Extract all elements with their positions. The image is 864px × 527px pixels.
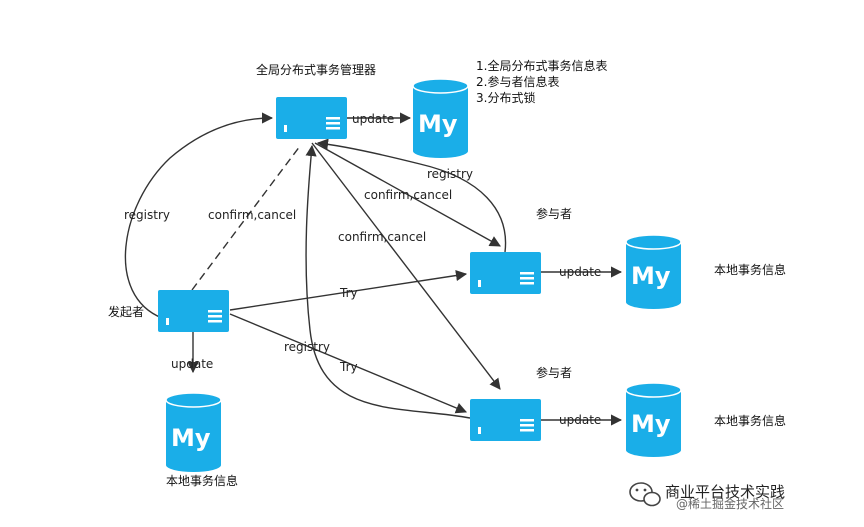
initiator-label: 发起者 [108,304,144,319]
node-indicator-icon [478,427,481,434]
edge-label-coordinator-update: update [352,112,394,126]
edge-label-participant2-update: update [559,413,601,427]
wechat-icon [629,482,661,507]
svg-text:My: My [631,410,671,438]
initiator-node [158,290,229,332]
edge-label-participant2-confirm-cancel: confirm,cancel [338,230,426,244]
edge-initiator-try-1 [229,269,468,311]
edge-label-initiator-update: update [171,357,213,371]
node-indicator-icon [284,125,287,132]
svg-text:My: My [631,262,671,290]
coordinator-label: 全局分布式事务管理器 [256,62,376,77]
edge-participant1-registry [316,138,507,253]
edge-label-participant1-confirm-cancel: confirm,cancel [364,188,452,202]
node-indicator-icon [478,280,481,287]
svg-text:My: My [171,424,211,452]
edge-participant1-confirm-cancel [314,142,501,247]
watermark-subtitle: @稀土掘金技术社区 [676,496,784,511]
node-menu-icon [520,272,534,275]
coordinator-node [276,97,347,139]
edge-participant2-registry [305,144,471,419]
node-menu-icon [326,117,340,120]
edge-initiator-try-2 [229,313,468,414]
participant-1-db-label: 本地事务信息 [714,262,786,277]
participant-2-label: 参与者 [536,365,572,380]
participant-2-db-label: 本地事务信息 [714,413,786,428]
edge-participant2-confirm-cancel [311,142,501,390]
edge-label-participant1-registry: registry [427,167,473,181]
edge-initiator-confirm-cancel [191,145,301,291]
edge-initiator-registry [124,112,274,319]
initiator-db-label: 本地事务信息 [166,473,238,488]
edge-label-participant2-registry: registry [284,340,330,354]
edge-label-initiator-registry: registry [124,208,170,222]
initiator-database-icon: My [165,392,222,472]
svg-text:My: My [418,110,458,138]
participant-2-node [470,399,541,441]
participant-1-node [470,252,541,294]
node-indicator-icon [166,318,169,325]
node-menu-icon [208,310,222,313]
participant-1-database-icon: My [625,234,682,309]
participant-2-database-icon: My [625,382,682,457]
coordinator-db-note-1: 1.全局分布式事务信息表 [476,58,607,73]
coordinator-database-icon: My [412,78,469,158]
edge-label-try-2: Try [339,360,358,374]
coordinator-db-note-2: 2.参与者信息表 [476,74,559,89]
edge-label-initiator-confirm-cancel: confirm,cancel [208,208,296,222]
coordinator-db-note-3: 3.分布式锁 [476,90,535,105]
edge-label-participant1-update: update [559,265,601,279]
watermark-title: 商业平台技术实践 [665,483,785,501]
edge-label-try-1: Try [339,286,358,300]
node-menu-icon [520,419,534,422]
participant-1-label: 参与者 [536,206,572,221]
